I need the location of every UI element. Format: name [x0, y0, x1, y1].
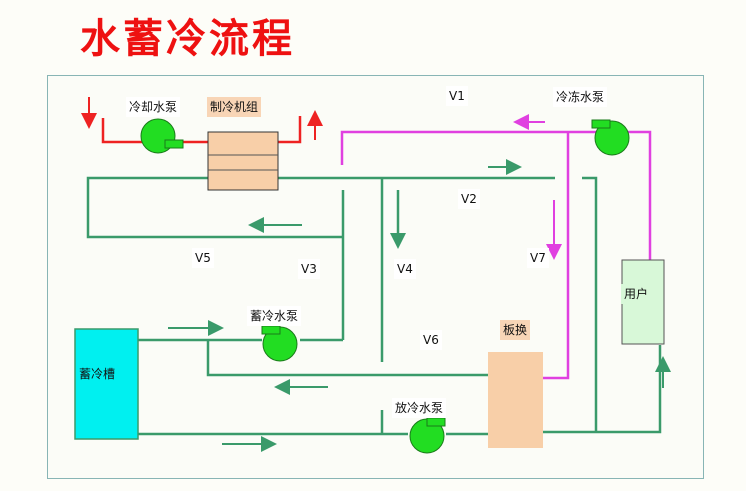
valve-v3-label: V3: [298, 259, 320, 279]
chilled-water-pump: [591, 119, 630, 156]
valve-v1-label: V1: [446, 86, 468, 106]
valve-v4-label: V4: [394, 259, 416, 279]
valve-v7-label: V7: [527, 248, 549, 268]
storage-pipes: [86, 176, 662, 436]
plate-heat-exchanger: [488, 352, 543, 448]
plate-hx-label: 板换: [500, 320, 531, 340]
chilled-pump-label: 冷冻水泵: [553, 87, 608, 107]
storage-water-pump: [261, 325, 298, 362]
chiller-unit: [207, 131, 279, 191]
cooling-pump-label: 冷却水泵: [126, 97, 181, 117]
discharge-pump-label: 放冷水泵: [392, 398, 447, 418]
diagram-title: 水蓄冷流程: [80, 16, 295, 62]
valve-v6-label: V6: [420, 330, 442, 350]
cooling-water-pump: [140, 118, 184, 154]
discharge-water-pump: [409, 417, 446, 454]
storage-tank: [74, 328, 139, 440]
chiller-label: 制冷机组: [207, 97, 262, 117]
user-label: 用户: [621, 284, 652, 304]
valve-v5-label: V5: [192, 248, 214, 268]
valve-v2-label: V2: [458, 189, 480, 209]
storage-tank-label: 蓄冷槽: [76, 364, 119, 384]
storage-pump-label: 蓄冷水泵: [247, 306, 302, 326]
